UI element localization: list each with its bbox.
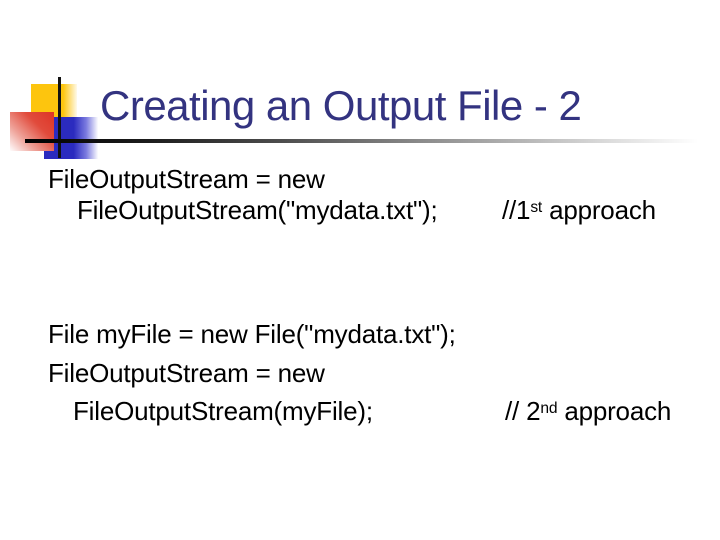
code-text: FileOutputStream = new bbox=[48, 164, 325, 194]
crosshair-vertical-line bbox=[58, 77, 61, 158]
code-text: FileOutputStream("mydata.txt"); bbox=[77, 195, 438, 225]
code-text: FileOutputStream(myFile); bbox=[73, 396, 373, 426]
ordinal-superscript: st bbox=[530, 199, 543, 217]
title-underline bbox=[25, 139, 705, 143]
slide-title: Creating an Output File - 2 bbox=[100, 82, 582, 129]
code-text: FileOutputStream = new bbox=[48, 358, 325, 388]
comment-text: // 2 bbox=[505, 396, 541, 426]
second-approach-comment: // 2nd approach bbox=[505, 398, 671, 429]
comment-text: approach bbox=[542, 195, 656, 225]
code-text: File myFile = new File("mydata.txt"); bbox=[48, 319, 456, 349]
comment-text: approach bbox=[557, 396, 672, 426]
first-approach-comment: //1st approach bbox=[502, 197, 656, 228]
red-square-icon bbox=[10, 112, 54, 151]
comment-text: //1 bbox=[502, 195, 531, 225]
ordinal-superscript: nd bbox=[540, 400, 558, 418]
